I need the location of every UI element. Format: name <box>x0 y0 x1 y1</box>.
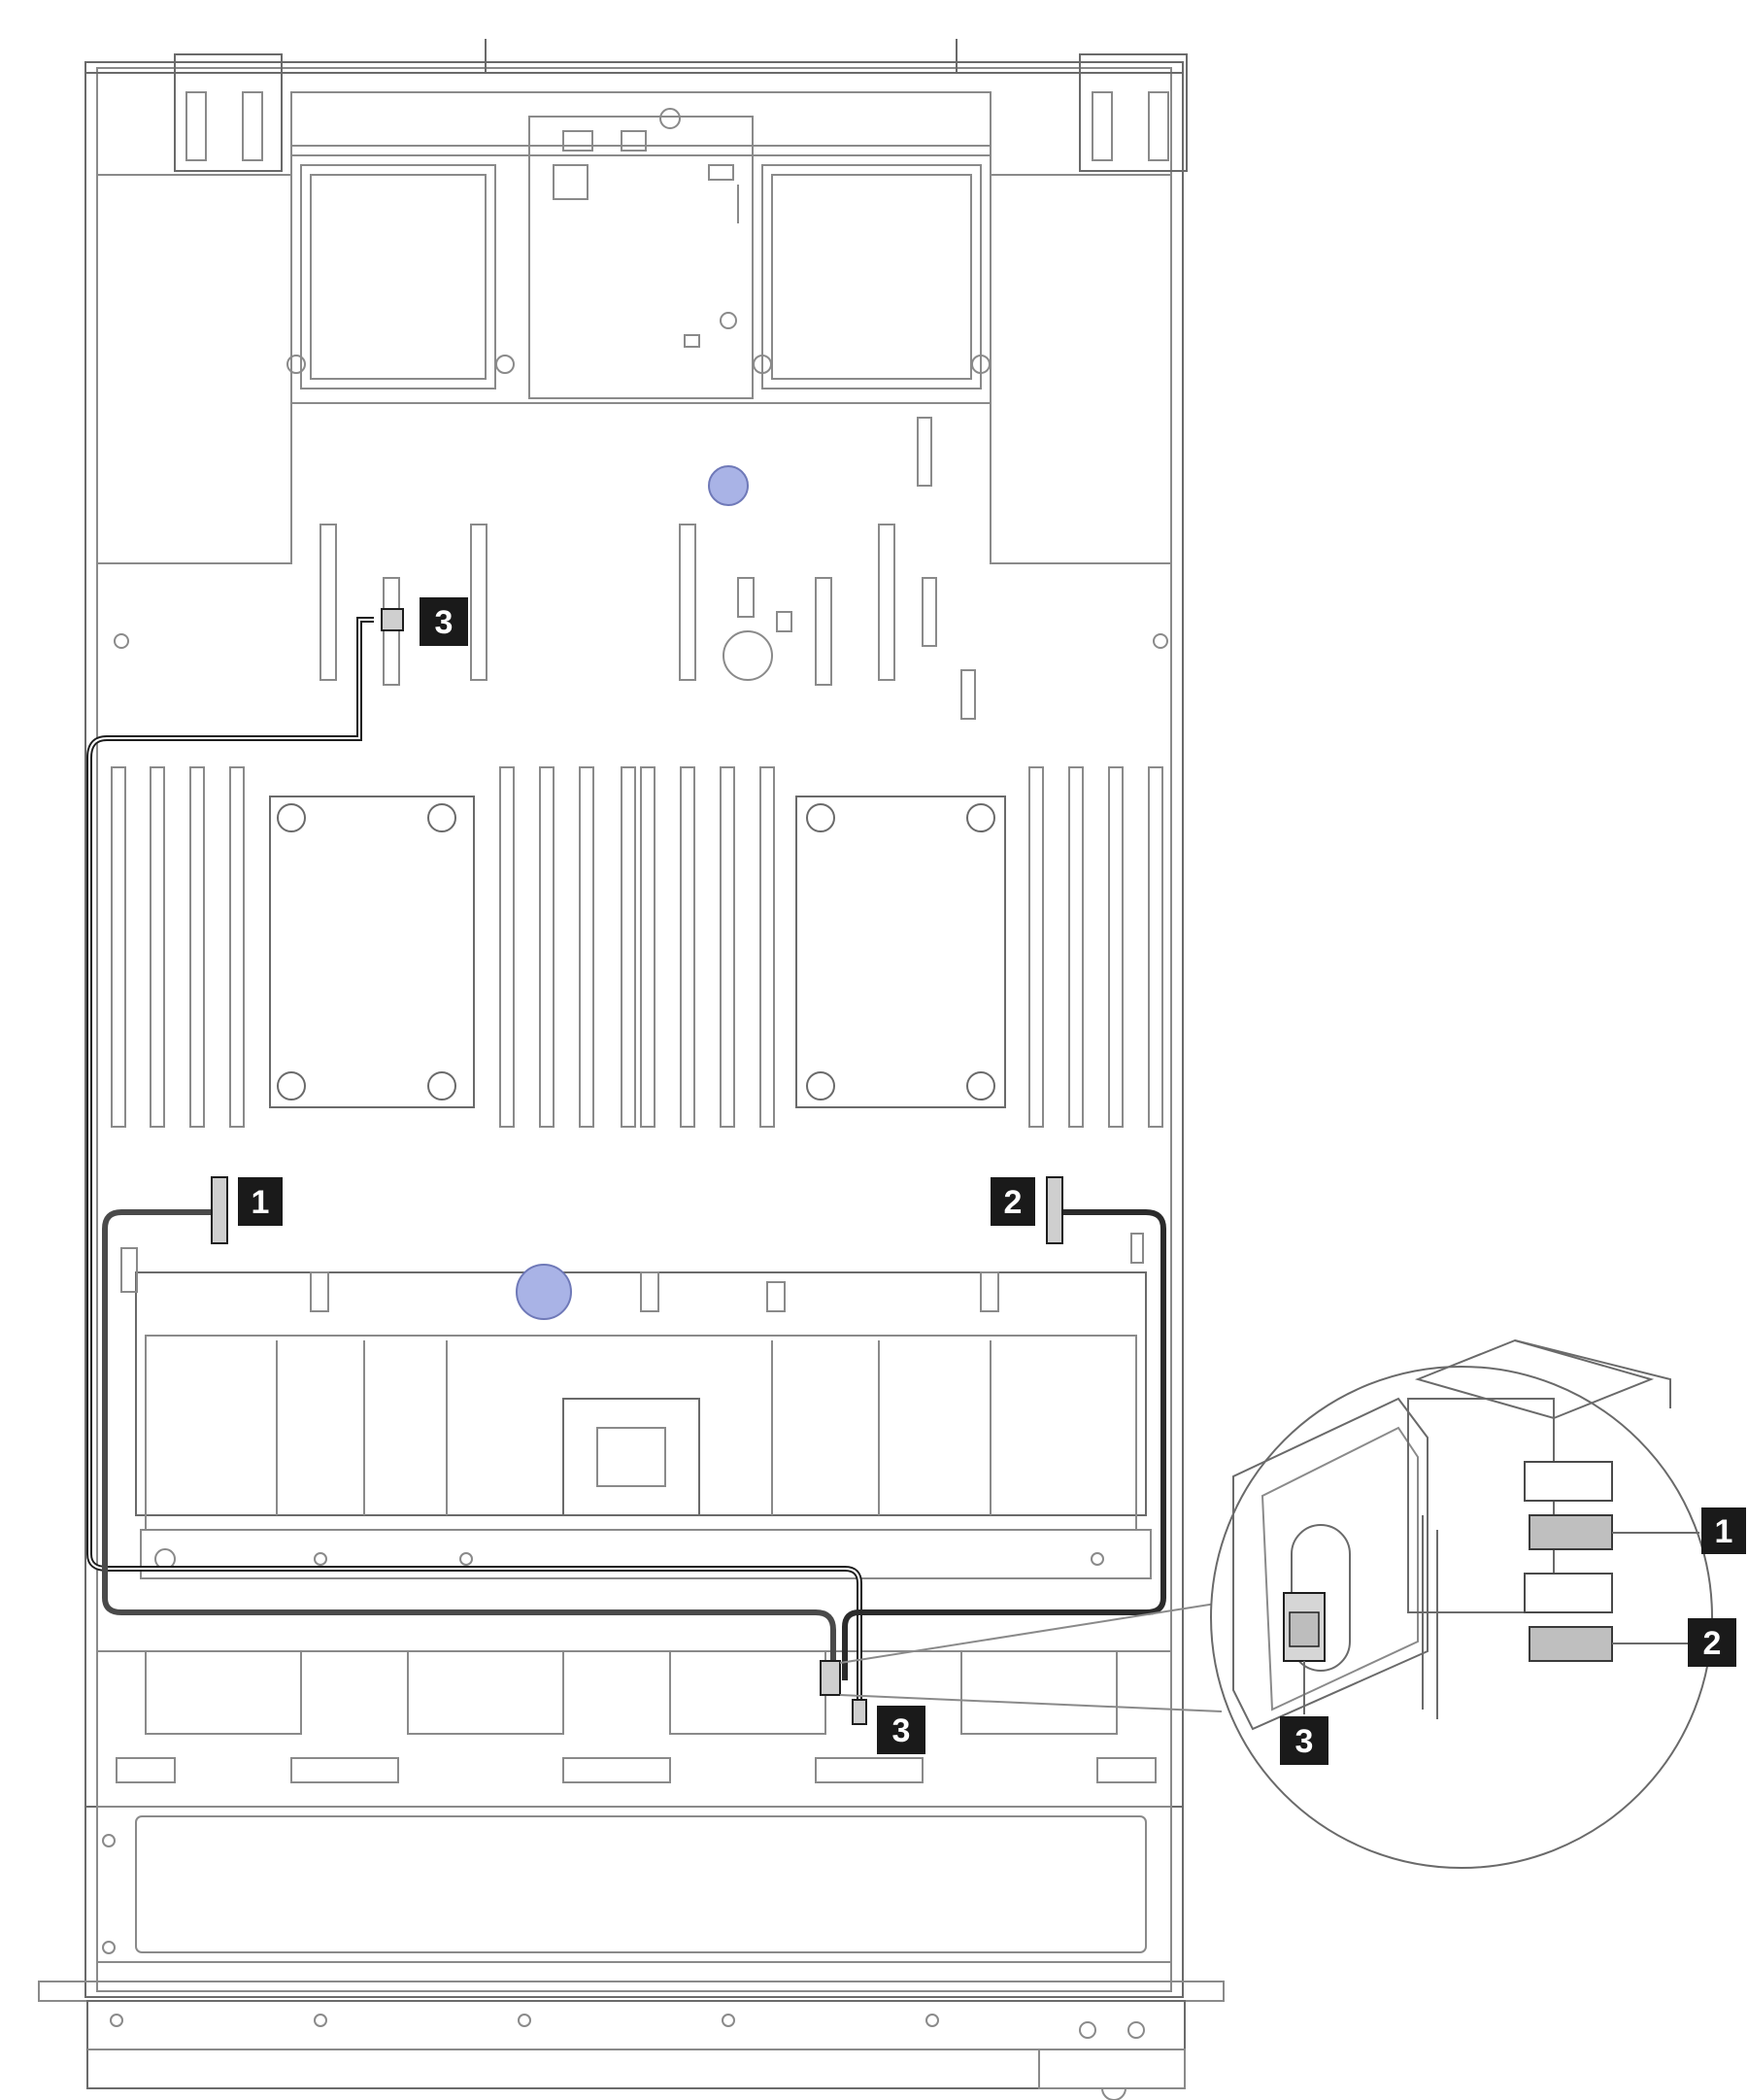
connector-backplane <box>820 1660 841 1696</box>
screw-icon <box>516 1264 572 1320</box>
svg-text:3: 3 <box>435 604 454 641</box>
callout-1-detail: 1 <box>1701 1507 1746 1554</box>
connector-3-riser <box>381 608 404 631</box>
svg-text:1: 1 <box>252 1184 270 1221</box>
cables <box>86 617 1166 1705</box>
svg-text:3: 3 <box>1295 1723 1314 1760</box>
screw-icon <box>708 465 749 506</box>
connector-2-board <box>1046 1176 1063 1244</box>
callout-3-backplane: 3 <box>877 1706 925 1754</box>
rear-riser-area <box>96 91 1172 564</box>
connector-3-backplane <box>852 1699 867 1725</box>
port-1 <box>1529 1514 1613 1550</box>
svg-text:3: 3 <box>892 1712 911 1749</box>
server-chassis <box>84 39 1188 1998</box>
callout-3-riser: 3 <box>420 597 468 646</box>
callout-1-main: 1 <box>238 1177 283 1226</box>
connectors <box>211 608 1063 1725</box>
port-2 <box>1529 1626 1613 1662</box>
cable-2 <box>842 1209 1166 1680</box>
system-board-connectors <box>114 417 1168 720</box>
cable-1 <box>102 1209 836 1680</box>
callout-3-detail: 3 <box>1280 1716 1328 1765</box>
zoom-detail <box>1210 1338 1713 1869</box>
processor-1 <box>269 796 475 1108</box>
svg-text:2: 2 <box>1703 1625 1722 1662</box>
memory-and-processors <box>111 766 1163 1128</box>
drive-backplane-area <box>85 1650 1183 1808</box>
connector-1-board <box>211 1176 228 1244</box>
svg-text:1: 1 <box>1715 1513 1733 1550</box>
processor-2 <box>795 796 1006 1108</box>
callout-2-detail: 2 <box>1688 1618 1736 1667</box>
front-drive-bay <box>38 1806 1225 2100</box>
svg-text:2: 2 <box>1004 1184 1023 1221</box>
fan-cage <box>120 1233 1152 1579</box>
callout-2-main: 2 <box>991 1177 1035 1226</box>
